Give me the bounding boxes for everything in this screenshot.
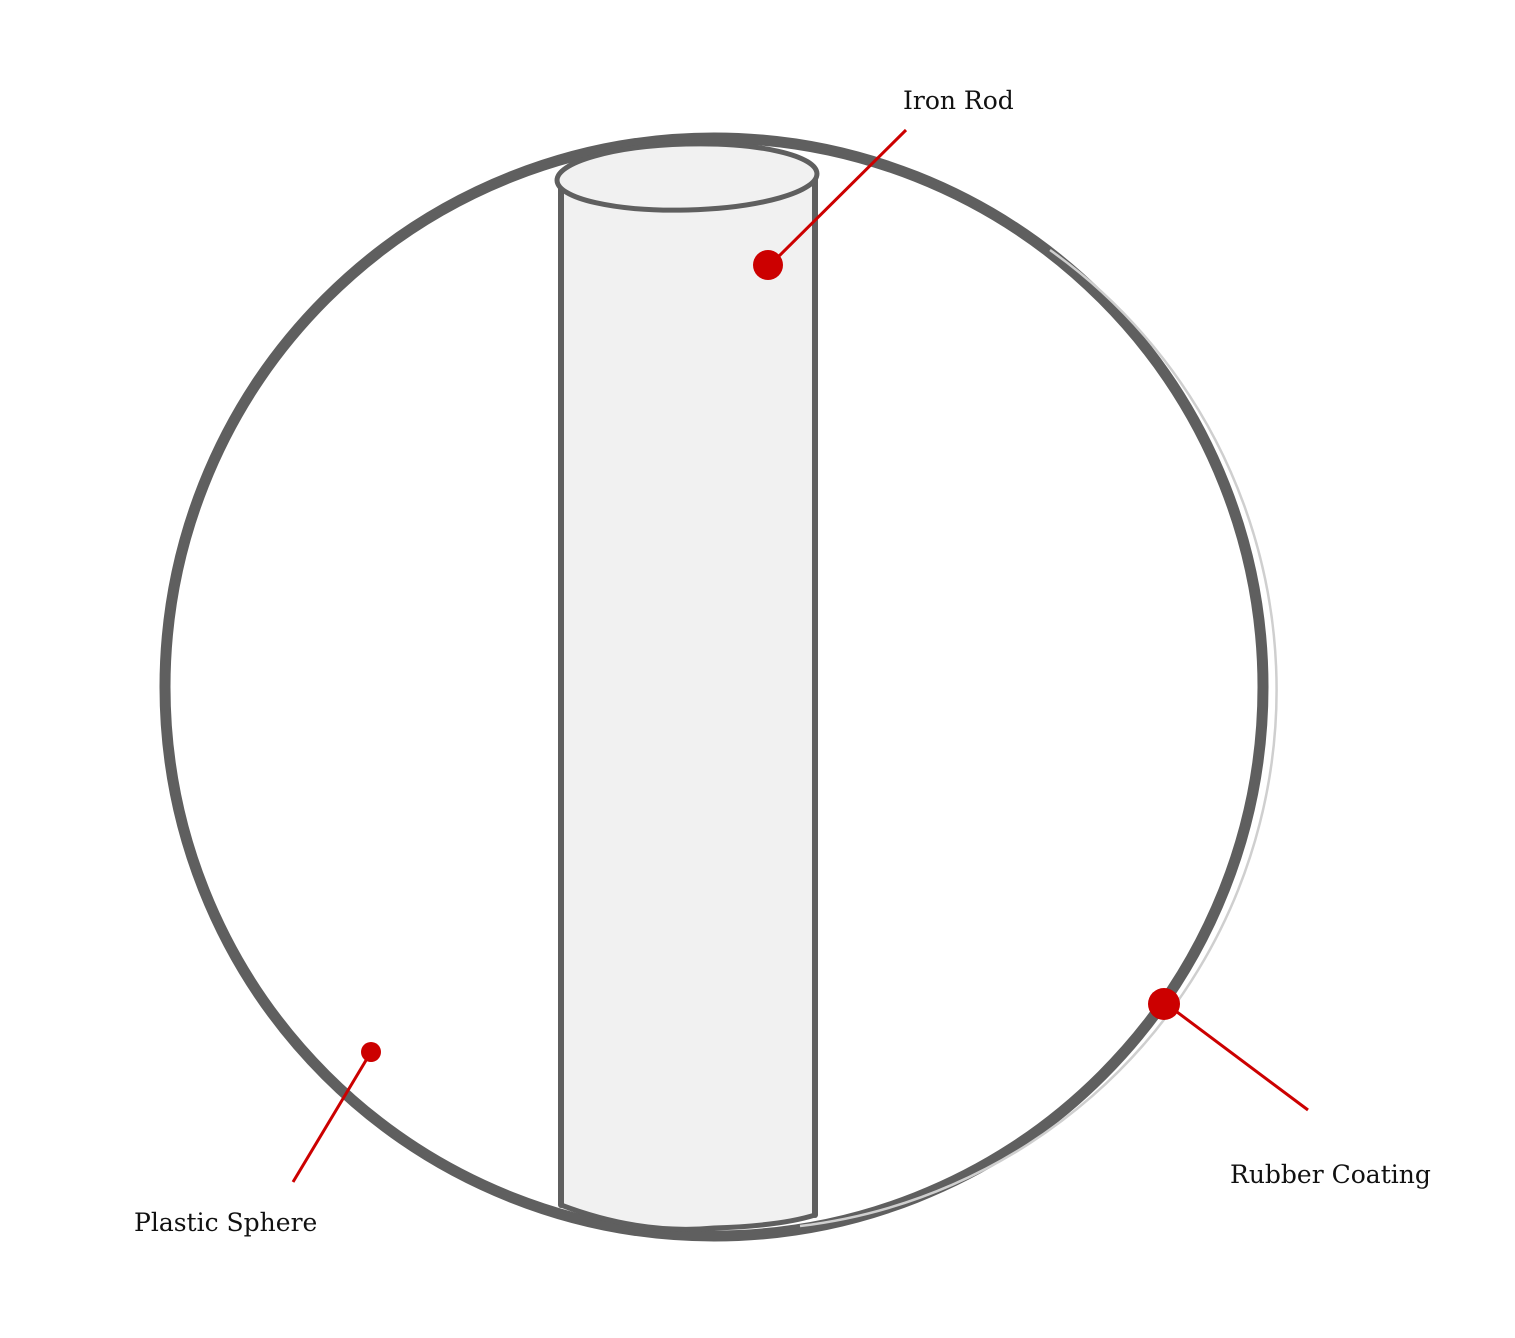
iron-rod-top: [554, 141, 820, 213]
rubber-coating-leader-line: [1164, 1001, 1309, 1112]
plastic-sphere-leader-line: [291, 1051, 373, 1183]
iron-rod-leader-line: [768, 128, 908, 267]
coating-inner-ring: [799, 248, 1278, 1228]
iron-rod-leader-dot: [753, 250, 783, 280]
plastic-sphere-label: Plastic Sphere: [134, 1208, 317, 1237]
iron-rod-label: Iron Rod: [903, 86, 1014, 115]
iron-rod-bottom-edge: [560, 1202, 816, 1232]
plastic-sphere-leader-dot: [361, 1042, 381, 1062]
rubber-coating-label: Rubber Coating: [1230, 1160, 1431, 1189]
iron-rod-body: [561, 170, 815, 1230]
rubber-coating-leader-dot: [1148, 988, 1180, 1020]
